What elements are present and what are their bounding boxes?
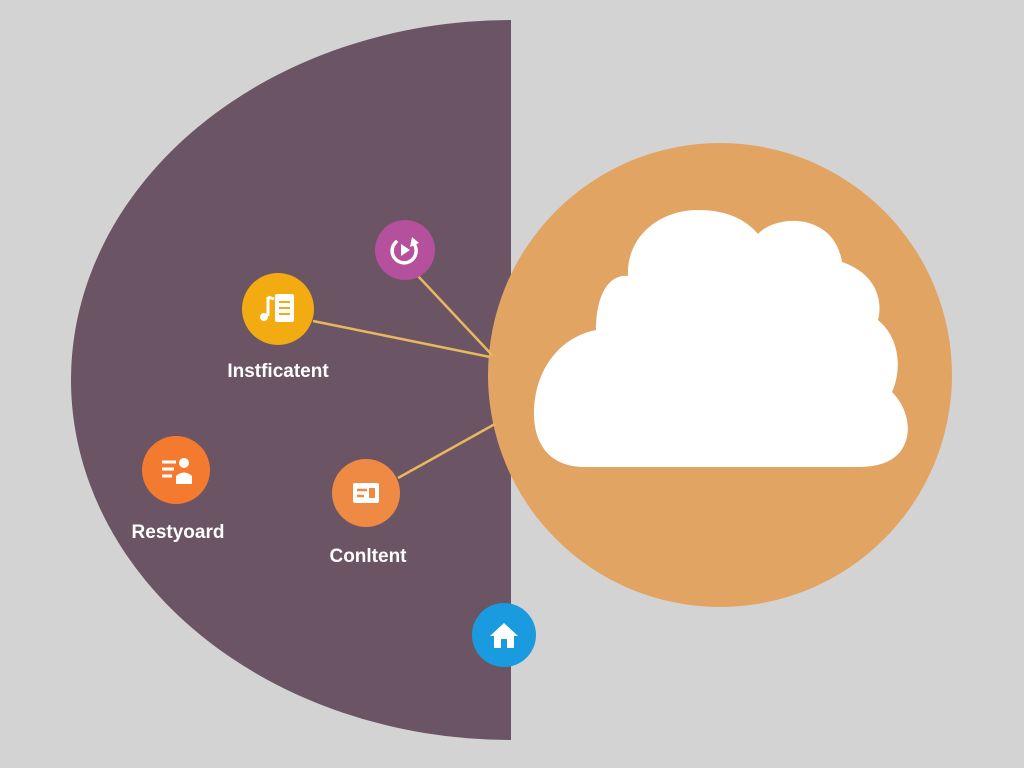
node-left[interactable] xyxy=(142,436,210,504)
node-bottom[interactable] xyxy=(472,603,536,667)
node-left-circle[interactable] xyxy=(142,436,210,504)
node-upper[interactable] xyxy=(242,273,314,345)
music-document-icon xyxy=(260,294,294,322)
node-upper-label: Instficatent xyxy=(227,361,329,382)
node-left-label: Restyoard xyxy=(132,522,225,543)
node-lower-label: Conltent xyxy=(329,546,407,567)
dashboard-person-icon xyxy=(162,458,192,484)
cloud-icon xyxy=(533,210,908,467)
content-box-icon xyxy=(353,483,379,503)
connector-line xyxy=(417,275,493,356)
home-icon xyxy=(490,623,518,648)
node-lower[interactable] xyxy=(332,459,400,527)
node-top[interactable] xyxy=(375,220,435,280)
connector-line xyxy=(312,319,491,359)
half-disc-panel xyxy=(71,20,511,740)
refresh-play-icon xyxy=(390,237,419,265)
connector-line xyxy=(397,422,496,480)
